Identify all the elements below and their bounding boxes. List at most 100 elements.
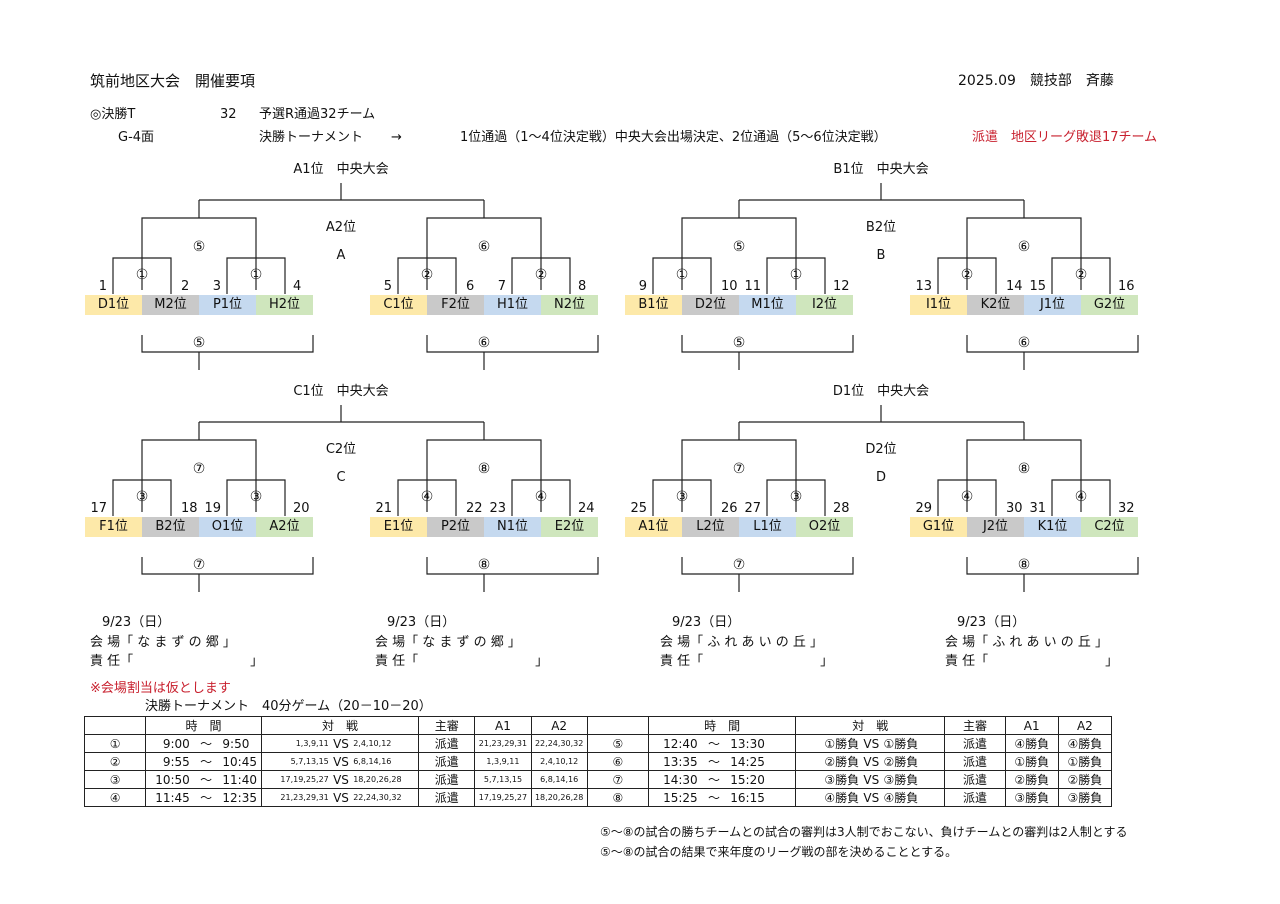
assistant-one: 5,7,13,15 bbox=[474, 770, 532, 789]
bracket-line bbox=[141, 217, 257, 290]
bracket-line bbox=[426, 217, 542, 290]
quarter-match-number: ② bbox=[1074, 267, 1088, 283]
assistant-two: ①勝負 bbox=[1057, 752, 1113, 771]
advance-note: 1位通過（1～4位決定戦）中央大会出場決定、2位通過（5～6位決定戦） bbox=[460, 130, 887, 145]
match-number: ① bbox=[83, 734, 147, 753]
block-first-label: D1位 中央大会 bbox=[832, 384, 930, 399]
bracket-line bbox=[226, 257, 286, 294]
assistant-two: 6,8,14,16 bbox=[530, 770, 588, 789]
team-two: ③勝負 bbox=[881, 770, 946, 789]
seed-number: 23 bbox=[489, 501, 506, 516]
seed-number: 24 bbox=[578, 501, 595, 516]
venue-note: ※会場割当は仮とします bbox=[90, 681, 231, 696]
venue-manager: 責 任「 」 bbox=[945, 654, 1119, 669]
seed-number: 19 bbox=[204, 501, 221, 516]
team-slot: E1位 bbox=[370, 517, 427, 537]
seed-number: 29 bbox=[915, 501, 932, 516]
assistant-two: 18,20,26,28 bbox=[530, 788, 588, 807]
bracket-line bbox=[511, 257, 571, 294]
referee: 派遣 bbox=[944, 752, 1006, 771]
schedule-header-row: 時 間 対 戦 主審 A1 A2 時 間 対 戦 主審 A1 A2 bbox=[83, 716, 1113, 735]
team-slot: O1位 bbox=[199, 517, 256, 537]
seed-number: 17 bbox=[90, 501, 107, 516]
end-time: 14:25 bbox=[728, 752, 797, 771]
seed-number: 28 bbox=[833, 501, 850, 516]
vs-label: VS bbox=[861, 788, 882, 807]
team-slot: M2位 bbox=[142, 295, 199, 315]
bracket-line bbox=[511, 479, 571, 516]
footnote: ⑤～⑧の試合の結果で来年度のリーグ戦の部を決めることとする。 bbox=[600, 845, 958, 859]
tilde: ～ bbox=[191, 770, 221, 789]
team-slot: J2位 bbox=[967, 517, 1024, 537]
final-label: ◎決勝T bbox=[90, 107, 136, 122]
team-slot: L1位 bbox=[739, 517, 796, 537]
semi-match-number: ⑥ bbox=[477, 239, 491, 255]
semi-match-number: ⑤ bbox=[732, 239, 746, 255]
seed-number: 9 bbox=[638, 279, 647, 294]
team-slot: E2位 bbox=[541, 517, 598, 537]
block-first-label: C1位 中央大会 bbox=[293, 384, 389, 399]
bracket-line bbox=[426, 335, 599, 353]
tilde: ～ bbox=[191, 752, 221, 771]
team-slot: H2位 bbox=[256, 295, 313, 315]
team-one: ①勝負 bbox=[795, 734, 862, 753]
tilde: ～ bbox=[191, 788, 221, 807]
seed-number: 26 bbox=[721, 501, 738, 516]
header-a2: A2 bbox=[1057, 716, 1113, 735]
referee: 派遣 bbox=[418, 770, 476, 789]
semi-match-number: ⑧ bbox=[477, 461, 491, 477]
quarter-match-number: ③ bbox=[135, 489, 149, 505]
team-one: 17,19,25,27 bbox=[260, 770, 331, 789]
referee: 派遣 bbox=[418, 752, 476, 771]
referee: 派遣 bbox=[418, 788, 476, 807]
seed-number: 30 bbox=[1006, 501, 1023, 516]
block-letter: A bbox=[336, 248, 346, 263]
block-letter: C bbox=[336, 470, 346, 485]
seed-number: 27 bbox=[744, 501, 761, 516]
quarter-match-number: ② bbox=[420, 267, 434, 283]
lower-match-number: ⑥ bbox=[477, 335, 491, 351]
seed-number: 6 bbox=[466, 279, 475, 294]
quarter-match-number: ② bbox=[960, 267, 974, 283]
assistant-one: ③勝負 bbox=[1004, 788, 1059, 807]
block-second-label: D2位 bbox=[865, 442, 897, 457]
semi-match-number: ⑤ bbox=[192, 239, 206, 255]
team-slot: N1位 bbox=[484, 517, 541, 537]
quarter-match-number: ① bbox=[675, 267, 689, 283]
team-two: ①勝負 bbox=[881, 734, 946, 753]
quarter-match-number: ② bbox=[534, 267, 548, 283]
end-time: 11:40 bbox=[220, 770, 262, 789]
quarter-match-number: ④ bbox=[420, 489, 434, 505]
bracket-line bbox=[1051, 479, 1111, 516]
referee: 派遣 bbox=[944, 788, 1006, 807]
match-number: ⑧ bbox=[586, 788, 650, 807]
end-time: 15:20 bbox=[728, 770, 797, 789]
bracket-line bbox=[681, 557, 854, 575]
seed-number: 20 bbox=[293, 501, 310, 516]
seed-number: 32 bbox=[1118, 501, 1135, 516]
block-letter: D bbox=[875, 470, 887, 485]
quarter-match-number: ① bbox=[249, 267, 263, 283]
schedule-caption: 決勝トーナメント 40分ゲーム（20－10－20） bbox=[145, 699, 432, 714]
semi-match-number: ⑧ bbox=[1017, 461, 1031, 477]
team-slot: D1位 bbox=[85, 295, 142, 315]
seed-number: 21 bbox=[375, 501, 392, 516]
header-match: 対 戦 bbox=[795, 716, 946, 735]
assistant-two: ④勝負 bbox=[1057, 734, 1113, 753]
team-slot: D2位 bbox=[682, 295, 739, 315]
start-time: 9:55 bbox=[145, 752, 192, 771]
tournament-label: 決勝トーナメント bbox=[259, 130, 364, 145]
team-slot: B1位 bbox=[625, 295, 682, 315]
start-time: 14:30 bbox=[648, 770, 700, 789]
quarter-match-number: ③ bbox=[675, 489, 689, 505]
venue-name: 会 場「 な ま ず の 郷 」 bbox=[375, 635, 521, 650]
bracket-line bbox=[397, 479, 457, 516]
block-letter: B bbox=[876, 248, 886, 263]
quarter-match-number: ④ bbox=[960, 489, 974, 505]
end-time: 12:35 bbox=[220, 788, 262, 807]
semi-match-number: ⑦ bbox=[192, 461, 206, 477]
venue-name: 会 場「 ふ れ あ い の 丘 」 bbox=[945, 635, 1109, 650]
